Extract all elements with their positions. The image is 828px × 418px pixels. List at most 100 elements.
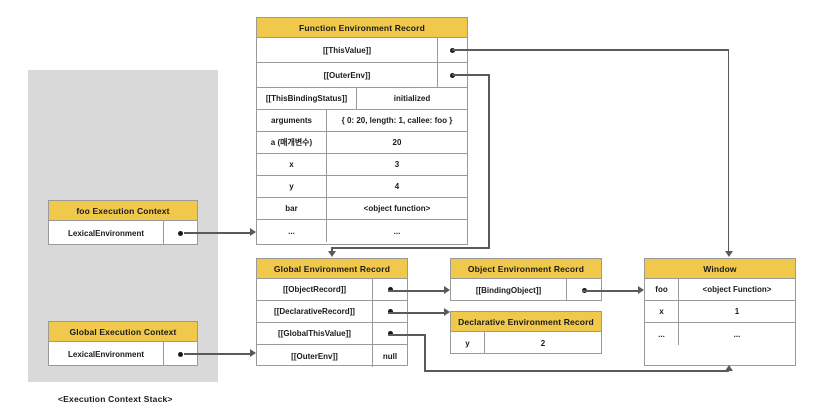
table-row: [[BindingObject]] [451,279,601,301]
declarative-environment-record-title: Declarative Environment Record [451,312,601,332]
table-row: x 3 [257,154,467,176]
cell-key: [[ThisBindingStatus]] [257,88,357,109]
table-row: y 4 [257,176,467,198]
arrowhead-global-lexenv [250,349,256,357]
cell-key: [[OuterEnv]] [257,345,373,367]
table-row: [[GlobalThisValue]] [257,323,407,345]
cell-key: y [451,332,485,354]
pointer-dot-icon [387,331,393,336]
table-row: [[DeclarativeRecord]] [257,301,407,323]
table-row: arguments { 0: 20, length: 1, callee: fo… [257,110,467,132]
cell-value: 20 [392,138,402,147]
cell-key: [[ObjectRecord]] [257,279,373,300]
cell-value: ... [733,329,741,339]
cell-key: [[OuterEnv]] [257,63,438,87]
cell-value: 2 [540,338,546,348]
cell-key: ... [257,220,327,242]
connector-bindingobject [582,290,640,292]
connector-objectrecord [388,290,446,292]
arrowhead-objectrecord [444,286,450,294]
table-row: [[ObjectRecord]] [257,279,407,301]
arrowhead-foo-lexenv [250,228,256,236]
pointer-slot-foo-lexicalenvironment [164,221,197,245]
cell-value: initialized [393,94,431,103]
pointer-dot-icon [387,287,393,292]
cell-key: ... [645,323,679,345]
global-environment-record: Global Environment Record [[ObjectRecord… [256,258,408,367]
window-object: Window foo <object Function> x 1 ... ... [644,258,796,366]
connector-outerenv-h1 [452,74,490,76]
cell-key: [[BindingObject]] [451,279,567,301]
global-execution-context: Global Execution Context LexicalEnvironm… [48,321,198,366]
cell-key: x [257,154,327,175]
global-environment-record-title: Global Environment Record [257,259,407,279]
connector-global-lexenv-to-ger [184,353,252,355]
cell-value: 3 [394,160,400,169]
pointer-slot-declarativerecord [373,301,407,322]
table-row: LexicalEnvironment [49,342,197,366]
cell-key: y [257,176,327,197]
connector-globalthisvalue-h2 [424,370,729,372]
pointer-dot-icon [178,351,183,357]
cell-value: 1 [734,307,740,316]
pointer-slot-objectrecord [373,279,407,300]
connector-globalthisvalue-v1 [424,334,426,372]
object-environment-record-title: Object Environment Record [451,259,601,279]
arrowhead-outerenv [328,251,336,257]
function-environment-record-title: Function Environment Record [257,18,467,38]
table-row: y 2 [451,332,601,354]
cell-value: 4 [394,182,400,191]
table-row: x 1 [645,301,795,323]
execution-context-stack-caption: <Execution Context Stack> [58,394,173,404]
arrowhead-globalthisvalue [724,365,733,371]
cell-value: null [382,351,398,361]
arrowhead-thisvalue [724,251,733,257]
cell-value: { 0: 20, length: 1, callee: foo } [341,116,453,125]
cell-key: [[ThisValue]] [257,38,438,62]
table-row: [[ThisBindingStatus]] initialized [257,88,467,110]
cell-value: <object Function> [702,285,772,294]
table-row: bar <object function> [257,198,467,220]
cell-key: arguments [257,110,327,131]
table-row: ... ... [257,220,467,242]
foo-execution-context-title: foo Execution Context [49,201,197,221]
connector-outerenv-v2 [331,247,333,253]
table-row: LexicalEnvironment [49,221,197,245]
pointer-slot-global-lexicalenvironment [164,342,197,366]
connector-thisvalue-h [452,49,729,51]
object-environment-record: Object Environment Record [[BindingObjec… [450,258,602,301]
cell-key: foo [645,279,679,300]
foo-execution-context: foo Execution Context LexicalEnvironment [48,200,198,245]
pointer-slot-globalthisvalue [373,323,407,344]
connector-globalthisvalue-h1 [388,334,426,336]
cell-key: x [645,301,679,322]
cell-key: LexicalEnvironment [49,221,164,245]
cell-key: bar [257,198,327,219]
table-row: [[OuterEnv]] [257,63,467,88]
declarative-environment-record: Declarative Environment Record y 2 [450,311,602,354]
arrowhead-declarativerecord [444,308,450,316]
function-environment-record: Function Environment Record [[ThisValue]… [256,17,468,245]
cell-key: [[DeclarativeRecord]] [257,301,373,322]
connector-thisvalue-v [727,49,730,252]
table-row: [[ThisValue]] [257,38,467,63]
cell-value: ... [393,226,401,236]
connector-globalthisvalue-rise [727,371,730,372]
pointer-dot-icon [178,230,183,236]
connector-declarativerecord [388,312,446,314]
table-row: a (매개변수) 20 [257,132,467,154]
cell-key: a (매개변수) [257,132,327,153]
connector-outerenv-h2 [331,247,490,249]
global-execution-context-title: Global Execution Context [49,322,197,342]
cell-value: <object function> [363,204,431,213]
connector-outerenv-v1 [488,74,490,249]
table-row: foo <object Function> [645,279,795,301]
arrowhead-bindingobject [638,286,644,294]
cell-key: [[GlobalThisValue]] [257,323,373,344]
window-object-title: Window [645,259,795,279]
cell-key: LexicalEnvironment [49,342,164,366]
table-row: ... ... [645,323,795,345]
pointer-dot-icon [387,309,393,314]
table-row: [[OuterEnv]] null [257,345,407,367]
